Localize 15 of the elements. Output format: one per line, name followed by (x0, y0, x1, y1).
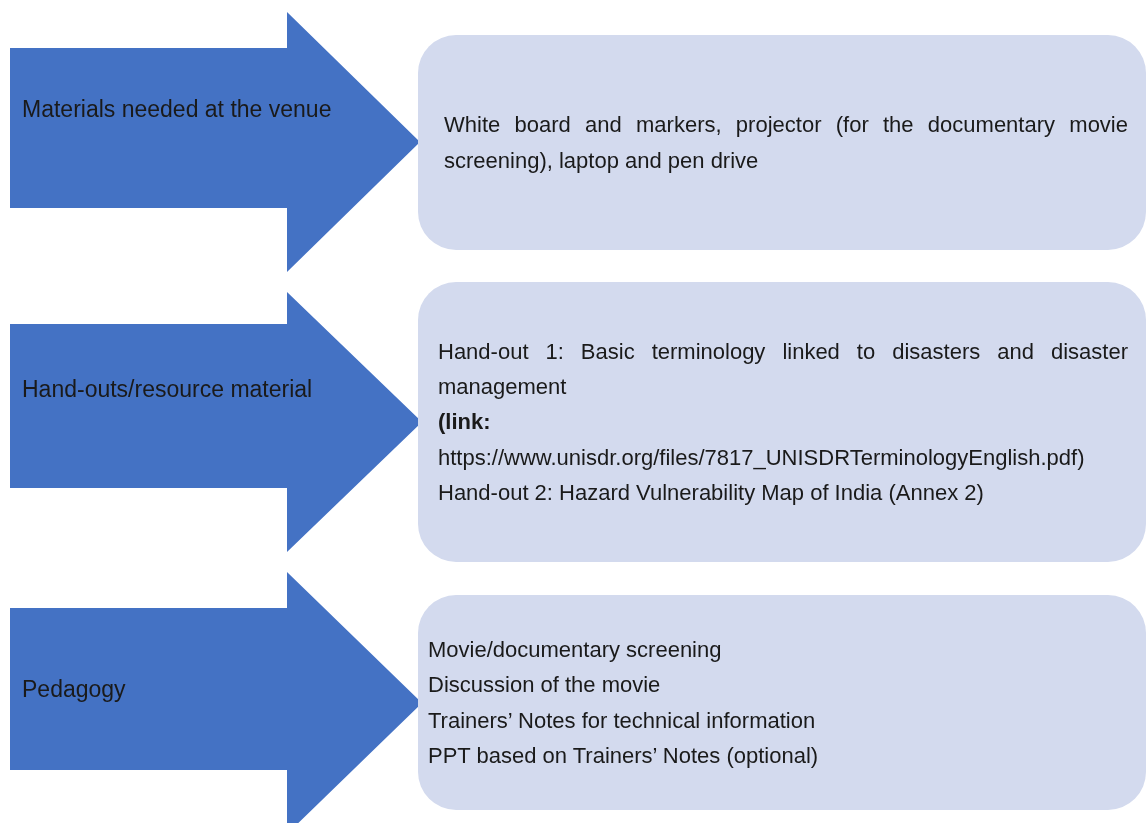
arrow-label: Materials needed at the venue (22, 95, 333, 124)
arrow-label: Pedagogy (22, 675, 127, 704)
box-text: Hand-out 2: Hazard Vulnerability Map of India (Annex 2) (438, 478, 985, 507)
content-box (418, 282, 1146, 562)
content-box (418, 35, 1146, 250)
box-text: PPT based on Trainers’ Notes (optional) (428, 741, 820, 770)
box-text: Hand-out 1: Basic terminology linked to disasters and disaster management (438, 338, 1128, 402)
arrow-shape (10, 12, 420, 272)
content-box (418, 595, 1146, 810)
box-text: (link: https://www.unisdr.org/files/7817_UNISDRTerminologyEnglish.pdf) (438, 408, 1086, 472)
arrow-label: Hand-outs/resource material (22, 375, 314, 404)
box-text: Discussion of the movie (428, 671, 662, 700)
box-text: White board and markers, projector (for the documentary movie screening), laptop and pen drive (444, 111, 1128, 175)
box-text: Trainers’ Notes for technical information (428, 706, 817, 735)
box-text: Movie/documentary screening (428, 636, 723, 665)
